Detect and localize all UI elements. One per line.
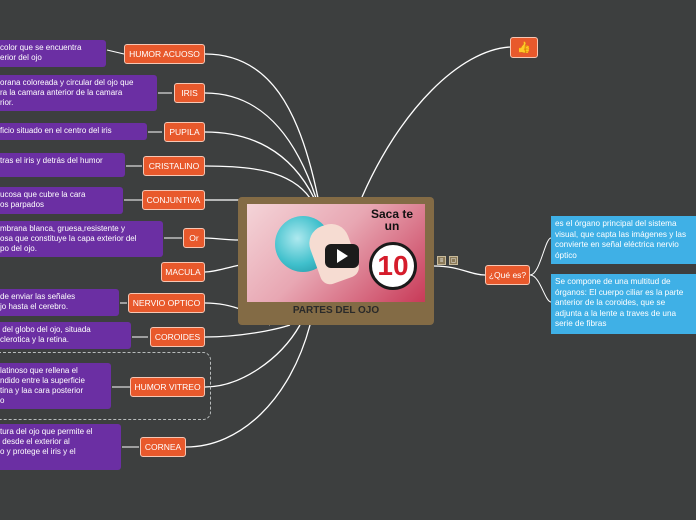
or-description[interactable]: mbrana blanca, gruesa,resistente y osa q… xyxy=(0,221,163,257)
node-humor-acuoso[interactable]: HUMOR ACUOSO xyxy=(124,44,205,64)
desc-text: de enviar las señales jo hasta el cerebr… xyxy=(0,292,76,311)
node-conjuntiva[interactable]: CONJUNTIVA xyxy=(142,190,205,210)
desc-text: orana coloreada y circular del ojo que r… xyxy=(0,78,134,107)
cornea-description[interactable]: tura del ojo que permite el desde el ext… xyxy=(0,424,121,470)
node-label: ¿Qué es? xyxy=(488,270,527,280)
node-label: CORNEA xyxy=(144,442,182,452)
definition-text: es el órgano principal del sistema visua… xyxy=(555,219,687,260)
node-label: CONJUNTIVA xyxy=(146,195,201,205)
humor-vitreo-description[interactable]: latinoso que rellena el ndido entre la s… xyxy=(0,363,111,409)
attachment-icon[interactable]: ▢ xyxy=(449,256,458,265)
desc-text: ucosa que cubre la cara os parpados xyxy=(0,190,86,209)
composition-text: Se compone de una multitud de órganos: E… xyxy=(555,277,684,328)
que-es-definition[interactable]: es el órgano principal del sistema visua… xyxy=(551,216,696,264)
node-or[interactable]: Or xyxy=(183,228,205,248)
humor-vitreo-boundary xyxy=(0,352,211,420)
desc-text: mbrana blanca, gruesa,resistente y osa q… xyxy=(0,224,137,253)
cristalino-description[interactable]: tras el iris y detrás del humor xyxy=(0,153,125,177)
node-coroides[interactable]: COROIDES xyxy=(150,327,205,347)
node-label: NERVIO OPTICO xyxy=(132,298,201,308)
que-es-composition[interactable]: Se compone de una multitud de órganos: E… xyxy=(551,274,696,334)
node-pupila[interactable]: PUPILA xyxy=(164,122,205,142)
node-label: PUPILA xyxy=(169,127,200,137)
score-badge: 10 xyxy=(369,242,417,290)
node-label: CRISTALINO xyxy=(148,161,200,171)
node-label: COROIDES xyxy=(154,332,201,342)
coroides-description[interactable]: del globo del ojo, situada clerotica y l… xyxy=(0,322,131,349)
node-que-es[interactable]: ¿Qué es? xyxy=(485,265,530,285)
video-caption: Saca te un xyxy=(371,208,413,232)
node-cornea[interactable]: CORNEA xyxy=(140,437,186,457)
node-label: MACULA xyxy=(165,267,201,277)
score-number: 10 xyxy=(377,250,409,281)
notes-icon[interactable]: ≡ xyxy=(437,256,446,265)
node-nervio-optico[interactable]: NERVIO OPTICO xyxy=(128,293,205,313)
node-iris[interactable]: IRIS xyxy=(174,83,205,103)
central-topic[interactable]: Saca te un 10 PARTES DEL OJO xyxy=(238,197,434,325)
desc-text: latinoso que rellena el ndido entre la s… xyxy=(0,366,85,405)
iris-description[interactable]: orana coloreada y circular del ojo que r… xyxy=(0,75,157,111)
node-macula[interactable]: MACULA xyxy=(161,262,205,282)
desc-text: ficio situado en el centro del iris xyxy=(0,126,112,135)
node-humor-vitreo[interactable]: HUMOR VITREO xyxy=(130,377,205,397)
video-caption-line1: Saca te xyxy=(370,207,413,221)
humor-acuoso-description[interactable]: color que se encuentra erior del ojo xyxy=(0,40,106,67)
thumbs-up-icon[interactable]: 👍 xyxy=(510,37,538,58)
desc-text: color que se encuentra erior del ojo xyxy=(0,43,82,62)
desc-text: del globo del ojo, situada clerotica y l… xyxy=(0,325,91,344)
conjuntiva-description[interactable]: ucosa que cubre la cara os parpados xyxy=(0,187,123,214)
desc-text: tras el iris y detrás del humor xyxy=(0,156,103,165)
node-label: HUMOR ACUOSO xyxy=(129,49,200,59)
video-thumbnail[interactable]: Saca te un 10 xyxy=(247,204,425,302)
desc-text: tura del ojo que permite el desde el ext… xyxy=(0,427,93,456)
node-cristalino[interactable]: CRISTALINO xyxy=(143,156,205,176)
pupila-description[interactable]: ficio situado en el centro del iris xyxy=(0,123,147,140)
play-icon xyxy=(336,249,348,263)
nervio-optico-description[interactable]: de enviar las señales jo hasta el cerebr… xyxy=(0,289,119,316)
central-title: PARTES DEL OJO xyxy=(292,305,380,316)
play-button[interactable] xyxy=(325,244,359,268)
node-label: Or xyxy=(189,233,199,243)
video-caption-line2: un xyxy=(384,219,400,233)
node-label: IRIS xyxy=(181,88,198,98)
node-label: HUMOR VITREO xyxy=(134,382,201,392)
